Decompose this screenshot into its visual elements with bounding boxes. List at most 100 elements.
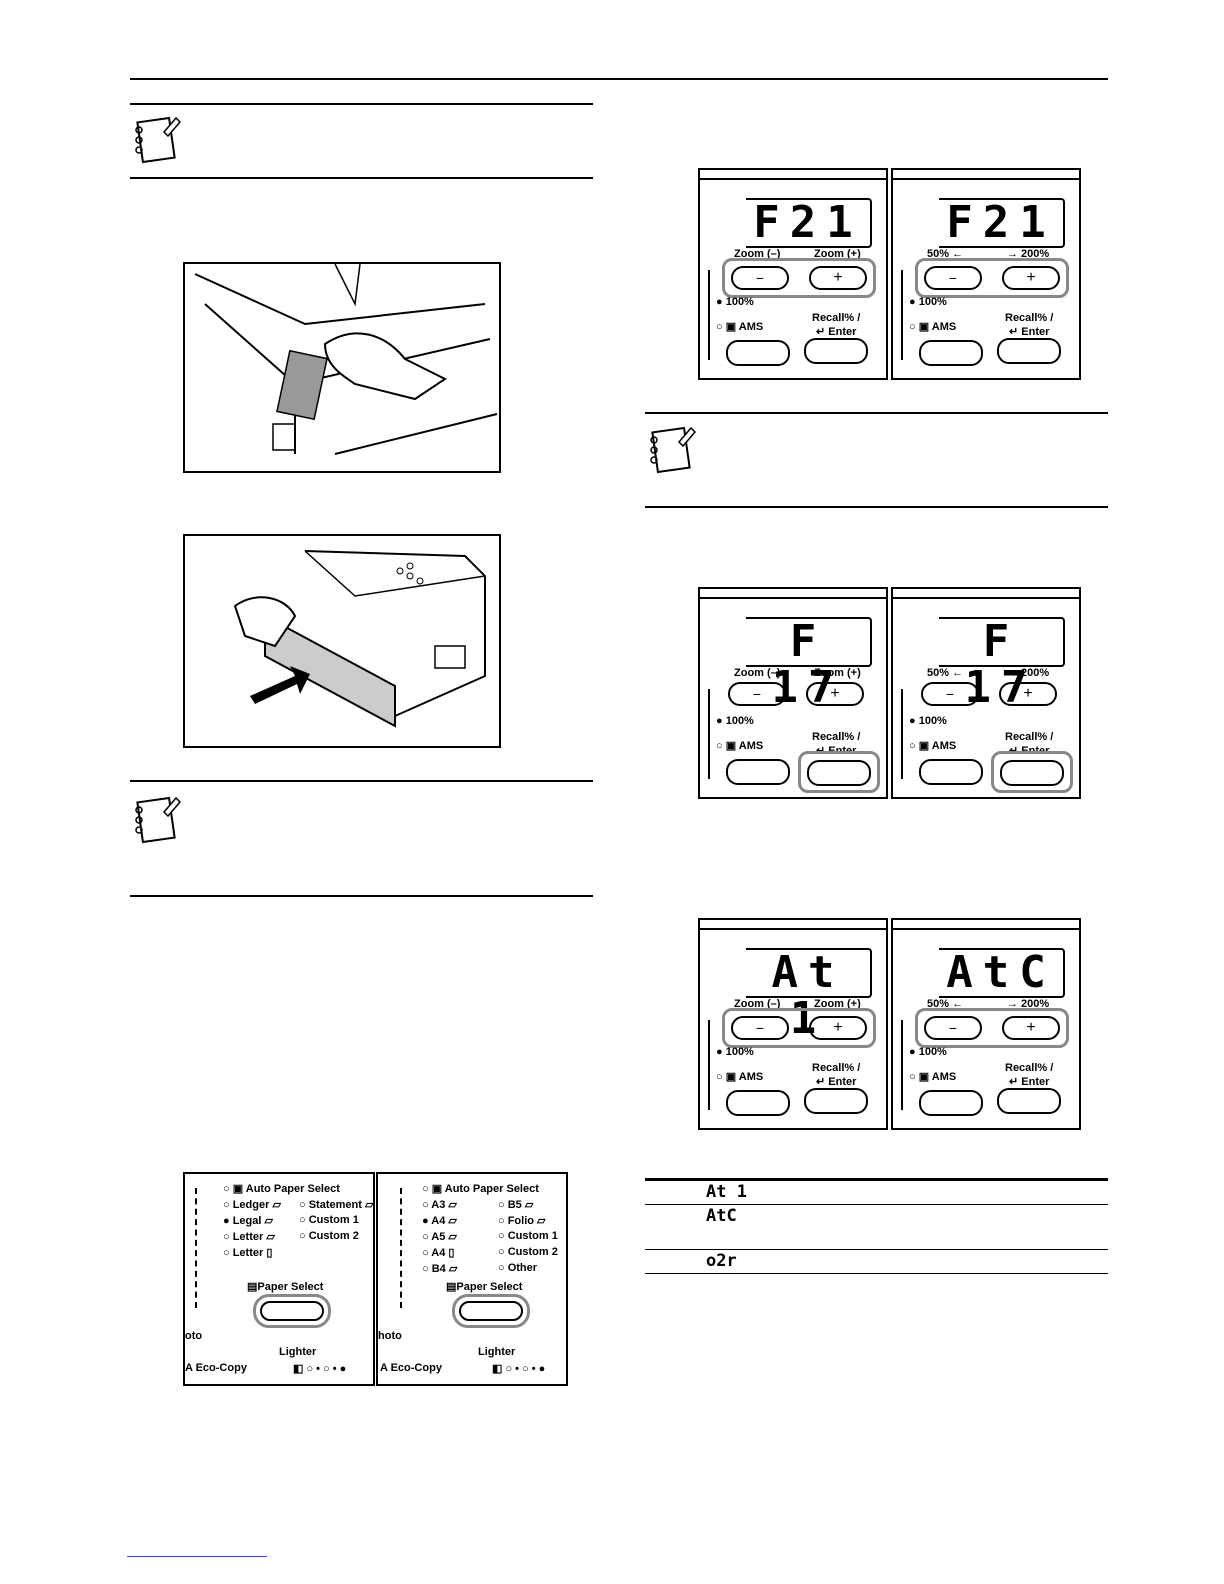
- footer-link-underline: [127, 1556, 267, 1557]
- p100-label: 100%: [725, 715, 754, 727]
- recall-button-group: [798, 332, 874, 368]
- recall-enter-button[interactable]: [804, 1088, 868, 1114]
- auto-paper-select-label: Auto Paper Select: [245, 1183, 340, 1195]
- zoom-minus-label: 50% ←: [927, 998, 964, 1010]
- control-panel-f17-right: F 17 50% ← → 200% − + ● 100% ○ ▣ AMS Rec…: [891, 587, 1081, 799]
- size-b5: B5: [507, 1199, 522, 1211]
- recall-button-group: [798, 751, 880, 793]
- ams-label: AMS: [931, 321, 957, 333]
- size-b4: B4: [431, 1263, 446, 1275]
- paper-select-button[interactable]: [253, 1294, 331, 1328]
- lcd-display: F21: [939, 198, 1065, 248]
- ams-label: AMS: [931, 740, 957, 752]
- zoom-plus-label: → 200%: [1007, 998, 1050, 1010]
- zoom-plus-label: Zoom (+): [814, 998, 861, 1010]
- code-atc: AtC: [706, 1206, 737, 1226]
- zoom-minus-button[interactable]: −: [731, 1016, 789, 1040]
- zoom-minus-button[interactable]: −: [924, 1016, 982, 1040]
- note3-bottom-rule: [645, 506, 1108, 508]
- table-bottom-rule: [645, 1273, 1108, 1274]
- zoom-minus-label: Zoom (–): [734, 667, 781, 679]
- p100-label: 100%: [918, 1046, 947, 1058]
- lcd-display: At 1: [746, 948, 872, 1042]
- note2-bottom-rule: [130, 895, 593, 897]
- note-bottom-rule: [130, 177, 593, 179]
- enter-label: Enter: [1021, 1076, 1050, 1088]
- size-a3: A3: [431, 1199, 446, 1211]
- control-panel-f21-left: F21 Zoom (–) Zoom (+) − + ● 100% ○ ▣ AMS…: [698, 168, 888, 380]
- recall-button-group: [991, 1082, 1067, 1118]
- cassette-insert-illustration: [183, 534, 501, 748]
- zoom-plus-label: Zoom (+): [814, 248, 861, 260]
- enter-label: Enter: [1021, 326, 1050, 338]
- zoom-plus-label: → 200%: [1007, 248, 1050, 260]
- zoom-button-group: − +: [722, 677, 870, 711]
- recall-enter-button[interactable]: [997, 338, 1061, 364]
- zoom-minus-button[interactable]: −: [924, 266, 982, 290]
- recall-label: Recall% /: [1005, 1062, 1054, 1074]
- eco-copy-label: Eco-Copy: [195, 1362, 247, 1374]
- ams-label: AMS: [738, 740, 764, 752]
- paper-select-button[interactable]: [452, 1294, 530, 1328]
- zoom-minus-label: 50% ←: [927, 248, 964, 260]
- paper-select-panel-inch: ○ ▣ Auto Paper Select ○ Ledger ▱ ● Legal…: [183, 1172, 375, 1386]
- recall-button-group: [798, 1082, 874, 1118]
- zoom-plus-button[interactable]: +: [1002, 266, 1060, 290]
- zoom-minus-button[interactable]: −: [731, 266, 789, 290]
- lcd-display: F21: [746, 198, 872, 248]
- enter-label: Enter: [828, 1076, 857, 1088]
- zoom-plus-button[interactable]: +: [1002, 1016, 1060, 1040]
- zoom-minus-button[interactable]: −: [728, 682, 786, 706]
- lcd-display: AtC: [939, 948, 1065, 998]
- photo-label: hoto: [378, 1330, 402, 1342]
- zoom-button-group: − +: [722, 258, 876, 298]
- zoom-button-group: − +: [722, 1008, 876, 1048]
- control-panel-at-right: AtC 50% ← → 200% − + ● 100% ○ ▣ AMS Reca…: [891, 918, 1081, 1130]
- ams-button[interactable]: [919, 1090, 983, 1116]
- zoom-plus-button[interactable]: +: [999, 682, 1057, 706]
- lcd-display: F 17: [746, 617, 872, 711]
- tray-indicator: [185, 1188, 197, 1308]
- recall-label: Recall% /: [812, 312, 861, 324]
- zoom-minus-button[interactable]: −: [921, 682, 979, 706]
- control-panel-f17-left: F 17 Zoom (–) Zoom (+) − + ● 100% ○ ▣ AM…: [698, 587, 888, 799]
- size-a5: A5: [431, 1231, 446, 1243]
- ams-button[interactable]: [726, 340, 790, 366]
- size-statement: Statement: [308, 1199, 362, 1211]
- zoom-minus-label: Zoom (–): [734, 998, 781, 1010]
- tray-card-illustration: [183, 262, 501, 473]
- recall-enter-button[interactable]: [804, 338, 868, 364]
- size-letter: Letter: [232, 1231, 264, 1243]
- ams-button[interactable]: [919, 340, 983, 366]
- zoom-minus-label: 50% ←: [927, 667, 964, 679]
- code-o2r: o2r: [706, 1251, 737, 1271]
- lcd-display: F 17: [939, 617, 1065, 711]
- size-custom1: Custom 1: [308, 1214, 359, 1226]
- note-top-rule: [130, 103, 593, 105]
- recall-enter-button[interactable]: [807, 760, 871, 786]
- zoom-button-group: − +: [915, 677, 1063, 711]
- p100-label: 100%: [725, 1046, 754, 1058]
- recall-label: Recall% /: [812, 731, 861, 743]
- size-other: Other: [507, 1262, 538, 1274]
- recall-label: Recall% /: [812, 1062, 861, 1074]
- header-rule: [130, 78, 1108, 80]
- code-at1: At 1: [706, 1182, 747, 1202]
- size-letter-r: Letter: [232, 1247, 264, 1259]
- notepad-icon: [645, 422, 701, 483]
- ams-button[interactable]: [726, 759, 790, 785]
- photo-label: oto: [185, 1330, 203, 1342]
- recall-enter-button[interactable]: [997, 1088, 1061, 1114]
- ams-button[interactable]: [919, 759, 983, 785]
- zoom-plus-button[interactable]: +: [809, 266, 867, 290]
- lighter-label: Lighter: [279, 1346, 317, 1358]
- ams-button[interactable]: [726, 1090, 790, 1116]
- ams-label: AMS: [738, 1071, 764, 1083]
- paper-select-label: Paper Select: [456, 1281, 523, 1293]
- recall-enter-button[interactable]: [1000, 760, 1064, 786]
- zoom-plus-button[interactable]: +: [806, 682, 864, 706]
- zoom-plus-button[interactable]: +: [809, 1016, 867, 1040]
- table-row-rule: [645, 1249, 1108, 1250]
- size-custom2: Custom 2: [507, 1246, 558, 1258]
- size-legal: Legal: [232, 1215, 262, 1227]
